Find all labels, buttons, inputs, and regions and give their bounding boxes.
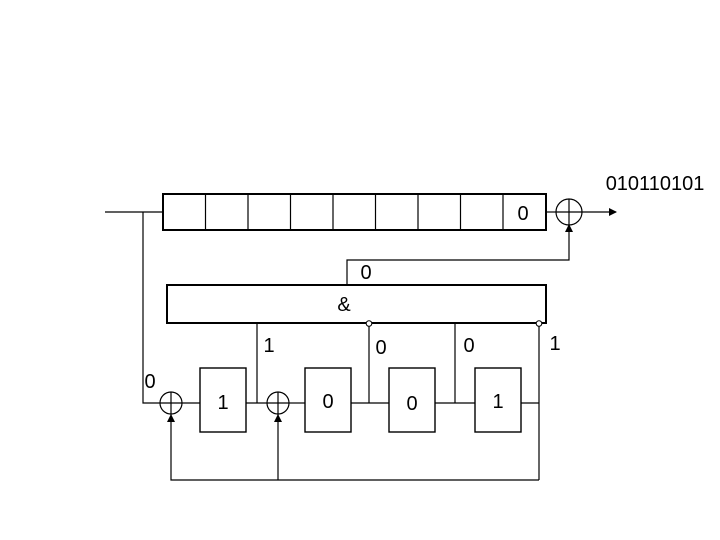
xor-2-icon bbox=[266, 391, 290, 415]
xor-input-arrow bbox=[565, 224, 573, 232]
shift-register-dividers bbox=[204, 194, 504, 230]
shift-register bbox=[162, 193, 547, 231]
lfsr-cell-4 bbox=[474, 367, 522, 433]
lfsr-cell-1-value: 1 bbox=[217, 392, 228, 414]
lfsr-cell-4-value: 1 bbox=[492, 391, 503, 413]
lfsr-cell-3 bbox=[388, 367, 436, 433]
and-output-value: 0 bbox=[360, 262, 371, 284]
feedback-input-wire bbox=[142, 212, 160, 404]
output-xor-icon bbox=[555, 198, 583, 226]
output-sequence: 010110101 bbox=[606, 173, 705, 195]
feedback-input-value: 0 bbox=[144, 371, 155, 393]
tap-4-inverter-icon bbox=[535, 320, 543, 327]
tap-1-value: 1 bbox=[263, 335, 274, 357]
tap-3-value: 0 bbox=[463, 335, 474, 357]
tap-4-value: 1 bbox=[549, 333, 560, 355]
and-gate bbox=[166, 284, 547, 324]
feedback-loop-wire bbox=[170, 414, 539, 481]
lfsr-cell-1 bbox=[199, 367, 247, 433]
lfsr-cell-2-value: 0 bbox=[322, 391, 333, 413]
xor-1-input-arrow bbox=[167, 414, 175, 422]
and-output-wire bbox=[346, 225, 570, 284]
xor-2-input-arrow bbox=[274, 414, 282, 422]
lfsr-cell-3-value: 0 bbox=[406, 393, 417, 415]
shift-register-last-cell-value: 0 bbox=[517, 203, 528, 225]
lfsr-cell-2 bbox=[304, 367, 352, 433]
tap-2-value: 0 bbox=[375, 337, 386, 359]
xor-1-icon bbox=[159, 391, 183, 415]
tap-2-inverter-icon bbox=[365, 320, 373, 327]
and-symbol: & bbox=[337, 294, 351, 316]
